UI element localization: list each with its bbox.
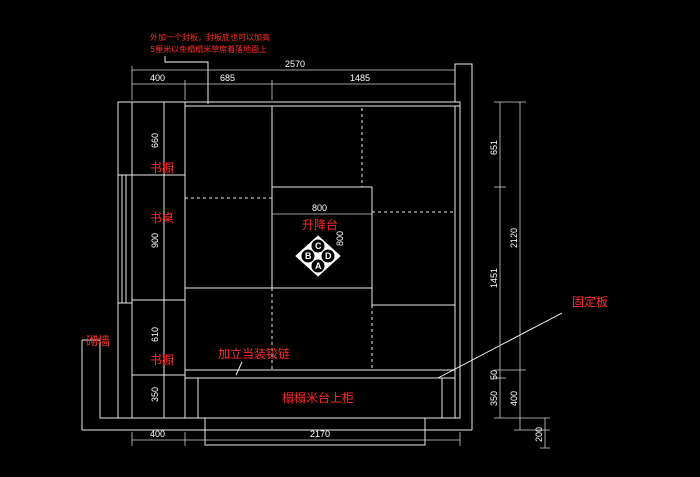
dim-left-350: 350 <box>150 387 160 402</box>
top-dimensions: 2570 400 685 1485 <box>131 59 456 100</box>
symbol-right: D <box>325 251 332 261</box>
dim-top-mid: 685 <box>220 73 235 83</box>
dim-bottom-left: 400 <box>150 429 165 439</box>
note-line-2: 5厘米以免榻榻米草席着落地面上 <box>150 44 267 54</box>
label-bookcase-top: 书橱 <box>150 161 174 175</box>
cabinet-outline <box>81 63 473 446</box>
label-bookcase-bottom: 书橱 <box>150 353 174 367</box>
dim-top-left: 400 <box>150 73 165 83</box>
note-line-1: 外加一个封板，封板底也可以加高 <box>150 32 270 42</box>
symbol-bottom: A <box>315 261 322 271</box>
label-tatami-cabinet: 榻榻米台上柜 <box>282 390 354 405</box>
dim-right-50: 50 <box>489 370 499 380</box>
dim-right-200: 200 <box>534 427 544 442</box>
dim-right-350: 350 <box>489 391 499 406</box>
bottom-dimensions: 400 2170 <box>131 429 461 446</box>
hinge-leader <box>235 361 243 376</box>
dim-top-total: 2570 <box>285 59 305 69</box>
left-dimensions: 660 900 610 350 <box>150 133 160 402</box>
note-leader <box>164 56 209 104</box>
dim-right-651: 651 <box>489 140 499 155</box>
dim-lift-h: 800 <box>335 231 345 246</box>
label-desk: 书桌 <box>150 211 174 225</box>
symbol-left: B <box>305 251 312 261</box>
dim-bottom-main: 2170 <box>310 429 330 439</box>
dim-left-610: 610 <box>150 327 160 342</box>
label-lift: 升降台 <box>302 217 338 232</box>
dim-left-660: 660 <box>150 133 160 148</box>
right-dimensions: 651 1451 50 350 2120 400 200 <box>489 101 550 449</box>
symbol-top: C <box>315 241 322 251</box>
dim-right-1451: 1451 <box>489 268 499 288</box>
dim-lift-w: 800 <box>312 203 327 213</box>
label-wall: 砌墙 <box>86 334 110 348</box>
label-hinge: 加立当装铰链 <box>218 346 290 361</box>
label-fixed-board: 固定板 <box>572 294 608 309</box>
dim-top-right: 1485 <box>350 73 370 83</box>
dim-right-400: 400 <box>509 391 519 406</box>
dim-right-2120: 2120 <box>509 228 519 248</box>
dim-left-900: 900 <box>150 233 160 248</box>
lift-symbol: 800 800 C B D A <box>272 203 372 277</box>
